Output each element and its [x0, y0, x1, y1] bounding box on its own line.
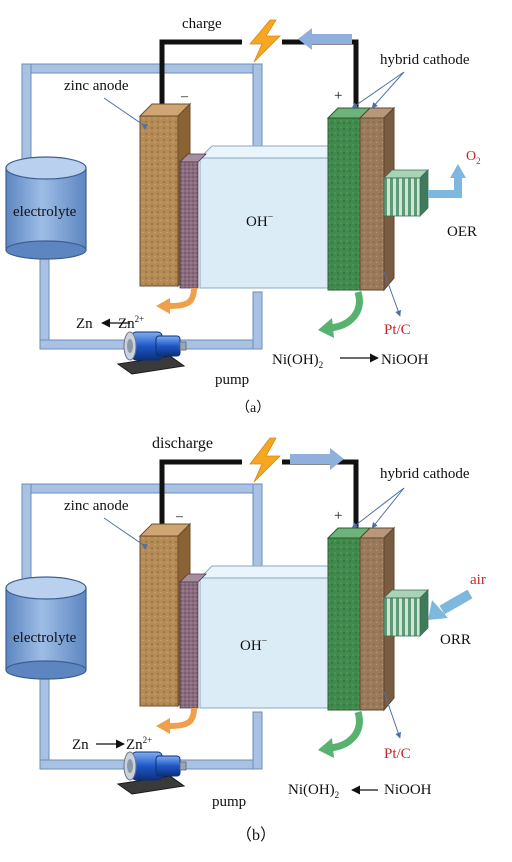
- zinc-anode-label: zinc anode: [64, 78, 129, 94]
- hybrid-cathode-pointer-2: [371, 71, 405, 109]
- pump-label: pump: [212, 794, 246, 810]
- ni-oh2-label: Ni(OH)2: [272, 352, 323, 370]
- current-direction-arrow: [290, 448, 344, 470]
- ion-label: OH−: [240, 636, 268, 654]
- mode-label: charge: [182, 16, 222, 32]
- hybrid-cathode-pointer-2: [371, 487, 405, 529]
- plus-terminal: +: [334, 88, 342, 104]
- mode-label: discharge: [152, 435, 213, 452]
- reaction-label: ORR: [440, 632, 471, 648]
- hybrid-cathode-label: hybrid cathode: [380, 52, 470, 68]
- ni-oh2-label: Ni(OH)2: [288, 782, 339, 800]
- niooh-label: NiOOH: [381, 352, 429, 368]
- caption-a: （a）: [236, 400, 270, 416]
- caption-b: （b）: [236, 826, 276, 844]
- zn-label: Zn: [72, 737, 89, 753]
- current-direction-arrow: [298, 28, 352, 50]
- panel-a: charge – + zinc anode hybrid cathode ele…: [6, 16, 481, 416]
- hybrid-cathode-pointer-1: [351, 487, 405, 529]
- o2-out-arrow: [428, 164, 466, 198]
- pt-c-pointer: [383, 271, 401, 317]
- pump-label: pump: [215, 372, 249, 388]
- zn-label: Zn: [76, 316, 93, 332]
- plus-terminal: +: [334, 508, 342, 524]
- minus-terminal: –: [175, 509, 184, 524]
- electrolyte-label: electrolyte: [13, 204, 77, 220]
- zinc-anode-label: zinc anode: [64, 498, 129, 514]
- niooh-label: NiOOH: [384, 782, 432, 798]
- ion-label: OH−: [246, 212, 274, 230]
- zn2-label: Zn2+: [118, 314, 144, 332]
- o2-label: O2: [466, 149, 481, 166]
- pt-c-label: Pt/C: [384, 746, 411, 762]
- minus-terminal: –: [180, 89, 189, 104]
- pt-c-label: Pt/C: [384, 322, 411, 338]
- hybrid-cathode-pointer-1: [351, 71, 405, 109]
- lightning-bolt-icon: [249, 437, 281, 483]
- hybrid-cathode-label: hybrid cathode: [380, 466, 470, 482]
- reaction-label: OER: [447, 224, 477, 240]
- pt-c-pointer: [383, 691, 402, 739]
- air-in-arrow: [428, 589, 473, 620]
- electrolyte-label: electrolyte: [13, 630, 77, 646]
- air-label: air: [470, 572, 486, 588]
- zn2-label: Zn2+: [126, 735, 152, 753]
- lightning-bolt-icon: [249, 19, 281, 63]
- zinc-anode-pointer: [103, 97, 149, 130]
- panel-b: discharge – + zinc anode hybrid cathode …: [6, 435, 486, 844]
- zinc-anode-pointer: [103, 517, 149, 550]
